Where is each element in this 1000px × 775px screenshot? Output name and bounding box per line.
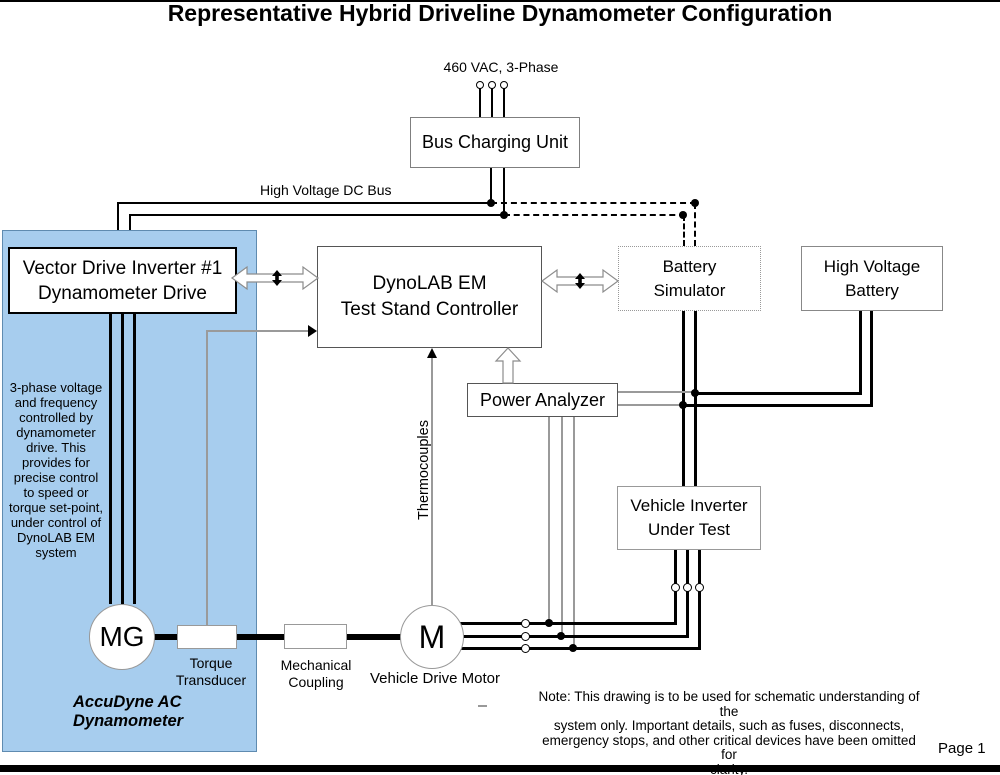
panel-note-text: 3-phase voltage and frequency controlled… [9,380,103,560]
bidirectional-arrow-icon [230,265,320,291]
page-number: Page 1 [938,740,986,757]
phase-connector-icon [521,632,530,641]
feedback-line-vertical [206,331,208,625]
inverter-phase-drop [698,591,701,650]
bottom-border-bar [0,765,1000,772]
supply-line [479,88,481,117]
torque-transducer-label: Torque Transducer [175,655,247,688]
torque-transducer-box [177,625,237,649]
bcu-output-line [490,168,492,203]
mechanical-coupling-box [284,624,347,649]
junction-dot [545,619,553,627]
battery-simulator-box: Battery Simulator [618,246,761,311]
dyno-phase-line [121,314,124,604]
phase-connector-icon [671,583,680,592]
data-flow-arrow-icon [575,273,585,289]
supply-terminal-icon [500,81,508,89]
thermocouples-label: Thermocouples [416,420,432,520]
inverter-phase-drop [686,550,689,584]
pa-dc-tap-line [618,404,683,406]
inverter-phase-drop [674,591,677,625]
right-arrowhead-icon [308,325,317,337]
data-flow-arrow-icon [272,270,282,286]
bcu-output-line [503,168,505,215]
phase-connector-icon [521,644,530,653]
supply-line [491,88,493,117]
junction-dot [679,401,687,409]
pa-dc-tap-line [618,391,695,393]
pa-phase-tap-line [548,417,550,625]
sim-dc-line [694,311,697,487]
junction-dot [557,632,565,640]
inverter-phase-drop [698,550,701,584]
junction-dot [569,644,577,652]
pa-phase-tap-line [573,417,575,650]
feedback-line-horizontal [206,330,309,332]
junction-dot [487,199,495,207]
vehicle-drive-motor-label: Vehicle Drive Motor [369,670,501,687]
stray-dash [478,705,487,707]
shaft-segment [235,634,286,640]
junction-dot [691,199,699,207]
bus-charging-unit-box: Bus Charging Unit [410,117,580,168]
junction-dot [691,389,699,397]
phase-connector-icon [695,583,704,592]
thermocouple-line [431,352,433,605]
dyno-phase-line [109,314,112,604]
dc-bus-dashed-drop [694,203,696,246]
battery-dc-drop [859,311,862,395]
pa-phase-tap-line [561,417,563,638]
accudyne-label: AccuDyne AC Dynamometer [73,693,184,730]
title-divider [0,0,1000,2]
junction-dot [500,211,508,219]
motor-phase-line [460,635,689,638]
supply-line [503,88,505,117]
battery-dc-horizontal [695,392,862,395]
battery-dc-horizontal [683,404,873,407]
vehicle-inverter-box: Vehicle Inverter Under Test [617,486,761,550]
dc-bus-dashed-drop [683,215,685,246]
supply-terminal-icon [488,81,496,89]
high-voltage-battery-box: High Voltage Battery [801,246,943,311]
vehicle-drive-motor-node: M [400,605,464,669]
dc-bus-top-drop [117,204,119,247]
sim-dc-line [682,311,685,487]
power-analyzer-box: Power Analyzer [467,383,618,417]
dyno-phase-line [133,314,136,604]
mechanical-coupling-label: Mechanical Coupling [280,657,352,690]
note-text: Note: This drawing is to be used for sch… [538,689,920,775]
up-arrowhead-icon [427,348,437,358]
dc-bus-top-line [117,202,491,204]
supply-terminal-icon [476,81,484,89]
supply-label: 460 VAC, 3-Phase [443,59,559,75]
shaft-segment [345,634,402,640]
page-title: Representative Hybrid Driveline Dynamome… [167,0,833,26]
dc-bus-bottom-line [129,214,504,216]
inverter-phase-drop [686,591,689,638]
shaft-segment [150,634,180,640]
motor-phase-line [458,647,701,650]
dc-bus-dashed-bottom [504,214,685,216]
inverter-phase-drop [674,550,677,584]
junction-dot [679,211,687,219]
battery-dc-drop [870,311,873,407]
motor-phase-line [458,622,677,625]
up-block-arrow-icon [494,347,522,384]
vector-drive-inverter-box: Vector Drive Inverter #1 Dynamometer Dri… [8,247,237,314]
dc-bus-label: High Voltage DC Bus [260,182,392,198]
mg-dynamometer-node: MG [89,604,155,670]
phase-connector-icon [683,583,692,592]
phase-connector-icon [521,619,530,628]
dc-bus-dashed-top [491,202,696,204]
dynolab-controller-box: DynoLAB EM Test Stand Controller [317,246,542,348]
